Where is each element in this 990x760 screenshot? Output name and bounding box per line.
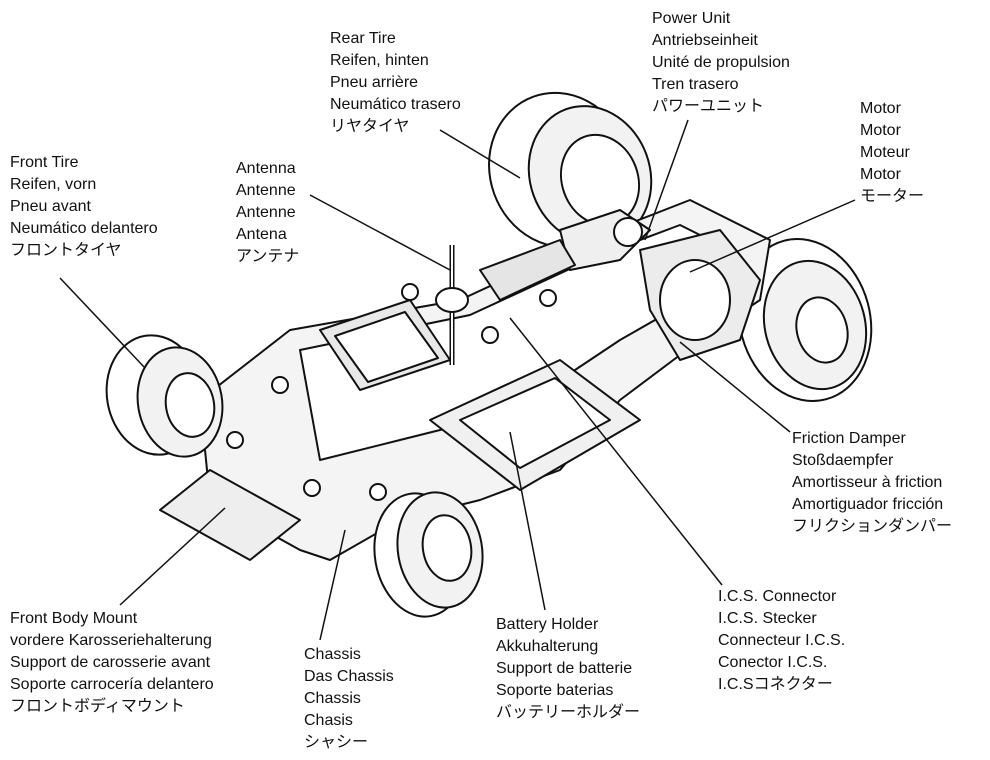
power-unit-drawing [479, 209, 651, 301]
label-motor: Motor Motor Moteur Motor モーター [860, 100, 925, 205]
leader-lines [59, 119, 856, 641]
antenna-drawing [435, 245, 469, 365]
leader-antenna [309, 194, 451, 271]
chassis-body-drawing [159, 199, 771, 561]
label-front-tire: Front Tire Reifen, vorn Pneu avant Neumá… [10, 154, 158, 259]
leader-ics-connector [509, 317, 723, 586]
leader-friction-damper [679, 341, 791, 433]
front-tire-drawing [105, 334, 224, 458]
front-right-tire-drawing [373, 491, 484, 618]
screws-drawing [226, 283, 557, 501]
label-antenna: Antenna Antenne Antenne Antena アンテナ [236, 160, 300, 265]
leader-motor [689, 199, 856, 273]
leader-front-tire [59, 277, 146, 369]
label-front-body-mount: Front Body Mount vordere Karosseriehalte… [10, 610, 214, 715]
leader-chassis [319, 529, 346, 641]
leader-battery-holder [509, 431, 546, 611]
label-power-unit: Power Unit Antriebseinheit Unité de prop… [652, 10, 790, 115]
motor-side-tire-drawing [737, 238, 873, 402]
label-rear-tire: Rear Tire Reifen, hinten Pneu arrière Ne… [330, 30, 461, 135]
label-chassis: Chassis Das Chassis Chassis Chasis シャシー [304, 646, 394, 751]
leader-power-unit [644, 119, 689, 241]
leader-front-body-mount [119, 507, 226, 606]
label-friction-damper: Friction Damper Stoßdaempfer Amortisseur… [792, 430, 953, 535]
leader-rear-tire [439, 129, 521, 179]
label-battery-holder: Battery Holder Akkuhalterung Support de … [496, 616, 641, 721]
label-ics-connector: I.C.S. Connector I.C.S. Stecker Connecte… [718, 588, 846, 693]
